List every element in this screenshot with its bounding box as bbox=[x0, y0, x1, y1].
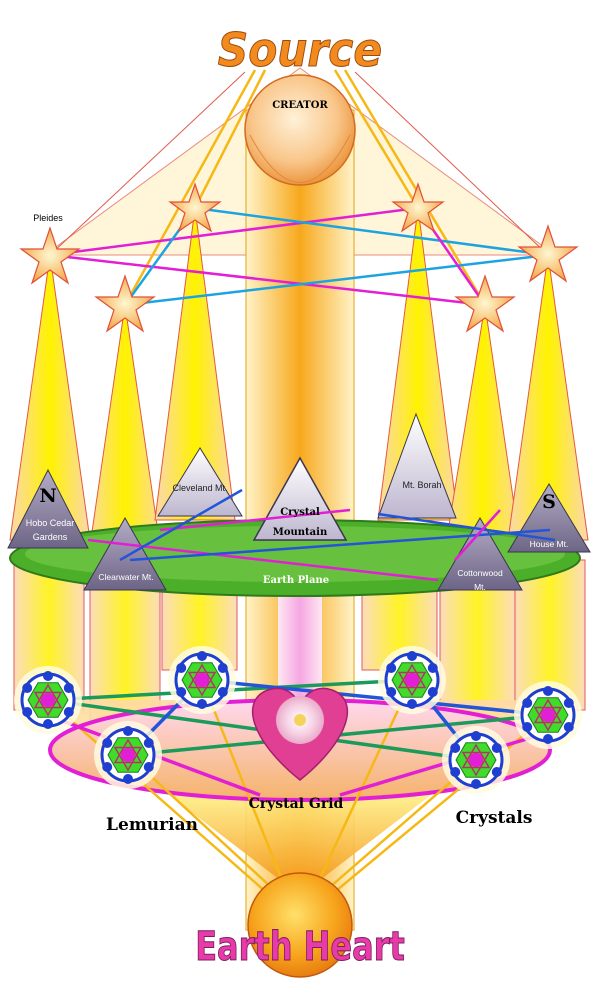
crystal-node-3 bbox=[378, 646, 446, 714]
creator-label: CREATOR bbox=[272, 100, 328, 111]
cleveland-label: Cleveland Mt. bbox=[172, 483, 227, 493]
crystal-node-2 bbox=[168, 646, 236, 714]
earth-plane-label: Earth Plane bbox=[263, 575, 329, 586]
crystal-mountain-label-1: Crystal bbox=[280, 507, 320, 518]
earth-heart-title: Earth Heart bbox=[195, 922, 405, 969]
mountain-borah bbox=[377, 412, 457, 519]
mountain-cleveland bbox=[157, 447, 243, 517]
crystal-mountain-label-2: Mountain bbox=[273, 527, 328, 538]
creator-sun bbox=[244, 74, 356, 186]
crystal-node-1 bbox=[14, 666, 82, 734]
crystal-grid-label: Crystal Grid bbox=[249, 796, 344, 812]
clearwater-label: Clearwater Mt. bbox=[98, 572, 153, 582]
crystals-label: Crystals bbox=[456, 808, 533, 828]
crystal-node-6 bbox=[442, 726, 510, 794]
borah-label: Mt. Borah bbox=[402, 480, 441, 490]
star-3 bbox=[168, 182, 222, 233]
mountain-crystal bbox=[252, 456, 348, 541]
house-label: House Mt. bbox=[530, 539, 569, 549]
mountain-hobo bbox=[7, 468, 89, 549]
pleides-label: Pleides bbox=[33, 213, 63, 223]
mountain-clearwater bbox=[83, 516, 167, 591]
mountain-connections bbox=[87, 488, 556, 582]
crystal-node-5 bbox=[94, 721, 162, 789]
source-title: Source bbox=[218, 24, 382, 77]
star-6 bbox=[517, 224, 579, 283]
lemurian-label: Lemurian bbox=[106, 815, 198, 835]
crystal-node-4 bbox=[514, 681, 582, 749]
star-connections bbox=[49, 206, 549, 307]
star-pleides bbox=[19, 226, 81, 285]
mountains bbox=[7, 412, 591, 591]
star-2 bbox=[94, 274, 156, 333]
star-5 bbox=[454, 274, 516, 333]
crystal-nodes bbox=[14, 646, 582, 794]
north-label: N bbox=[39, 485, 56, 507]
star-4 bbox=[391, 182, 445, 233]
stars bbox=[19, 182, 579, 333]
earth-heart-sun bbox=[247, 872, 353, 978]
south-label: S bbox=[542, 491, 556, 513]
heart-rays bbox=[47, 679, 549, 901]
